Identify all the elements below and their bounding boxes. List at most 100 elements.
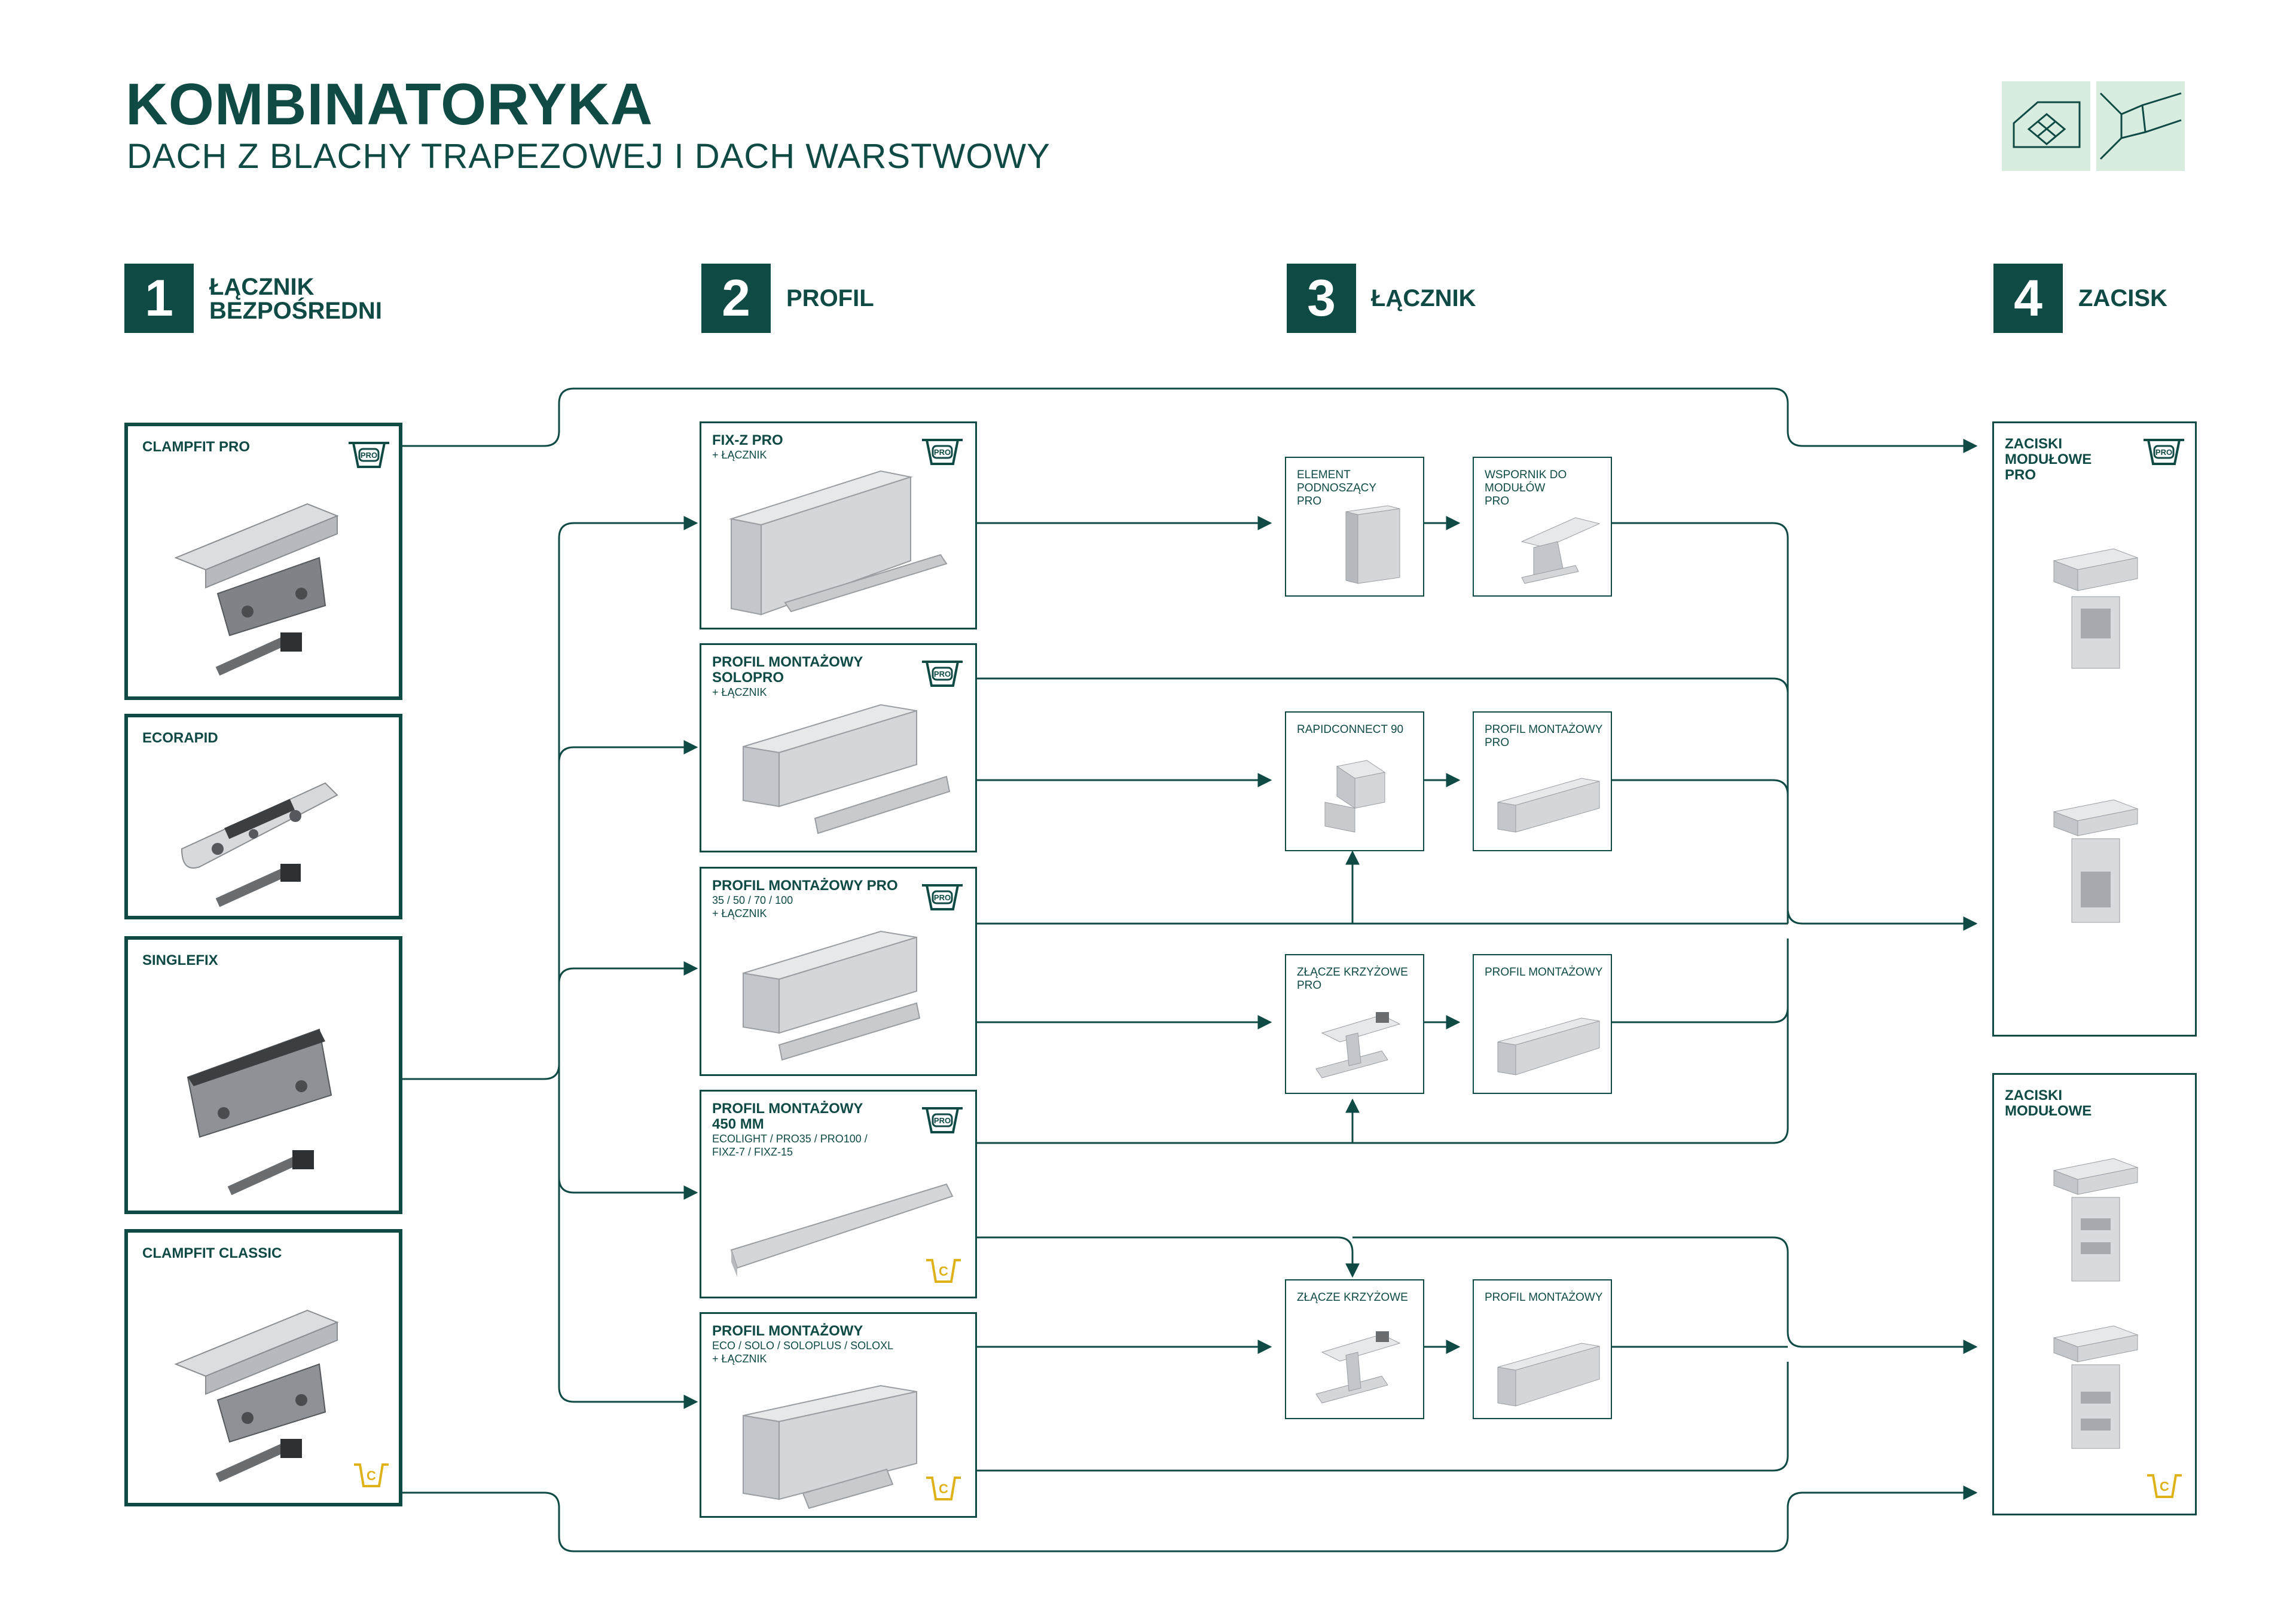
profile-name: PROFIL MONTAŻOWY 450 MM ECOLIGHT / PRO35… (712, 1101, 868, 1159)
profile-card-450mm[interactable]: PROFIL MONTAŻOWY 450 MM ECOLIGHT / PRO35… (700, 1090, 977, 1298)
bracket-name-line3: PRO (1485, 495, 1510, 508)
profile-sub-0: ECO / SOLO / SOLOPLUS / SOLOXL (712, 1340, 894, 1352)
clamp-classic-middle-image (2053, 1158, 2139, 1282)
classic-badge-icon: C (926, 1477, 961, 1500)
connector-clampfitclassic-to-clamps (402, 1486, 1978, 1552)
connector-name-line2: PRO (1297, 979, 1322, 992)
profile-classic-image (743, 1384, 917, 1509)
connector-name: RAPIDCONNECT 90 (1297, 723, 1403, 736)
step-1-number: 1 (124, 264, 194, 333)
profile-card-fixz-pro[interactable]: FIX-Z PRO + ŁĄCZNIK PRO (700, 421, 977, 629)
product-name: SINGLEFIX (142, 952, 218, 968)
step-2-label: PROFIL (786, 285, 874, 311)
product-card-singlefix[interactable]: SINGLEFIX (124, 936, 402, 1214)
step-1-label-line1: ŁĄCZNIK (209, 274, 315, 300)
pro-badge-text: PRO (934, 670, 951, 678)
profile-sub-0: ECOLIGHT / PRO35 / PRO100 / (712, 1133, 868, 1145)
profile-sub-1: + ŁĄCZNIK (712, 907, 767, 919)
product-name: CLAMPFIT CLASSIC (142, 1245, 282, 1261)
bracket-name: PROFIL MONTAŻOWY PRO (1485, 723, 1602, 750)
bracket-name: PROFIL MONTAŻOWY (1485, 1291, 1602, 1304)
connector-name: ELEMENT PODNOSZĄCY PRO (1297, 469, 1376, 508)
zlacze-krzyzowe-image (1315, 1331, 1401, 1404)
pro-badge-text: PRO (934, 1116, 951, 1125)
pro-badge-icon: PRO (349, 442, 389, 468)
profil-small-image (1497, 1017, 1600, 1075)
bracket-name-line1: WSPORNIK DO (1485, 469, 1567, 481)
step-1-label-line2: BEZPOŚREDNI (209, 298, 382, 324)
profile-name: PROFIL MONTAŻOWY SOLOPRO + ŁĄCZNIK (712, 655, 863, 699)
bracket-name: WSPORNIK DO MODUŁÓW PRO (1485, 469, 1567, 508)
profile-card-classic[interactable]: PROFIL MONTAŻOWY ECO / SOLO / SOLOPLUS /… (700, 1312, 977, 1518)
zlacze-krzyzowe-pro-image (1315, 1012, 1401, 1078)
bracket-name-line1: PROFIL MONTAŻOWY (1485, 723, 1603, 736)
product-card-ecorapid[interactable]: ECORAPID (124, 714, 402, 919)
product-name: ECORAPID (142, 730, 218, 746)
profile-name-line2: SOLOPRO (712, 670, 784, 686)
product-name: CLAMPFIT PRO (142, 439, 250, 455)
step-1-label: ŁĄCZNIK BEZPOŚREDNI (209, 275, 382, 323)
classic-badge-text: C (939, 1481, 948, 1496)
profile-name-line1: PROFIL MONTAŻOWY (712, 1323, 863, 1339)
profile-name-line2: 450 MM (712, 1116, 764, 1132)
ecorapid-image (181, 782, 338, 907)
profil-small-image (1497, 1343, 1600, 1407)
bracket-card-profil-2[interactable]: PROFIL MONTAŻOWY (1473, 1279, 1612, 1419)
pro-badge-text: PRO (2155, 448, 2172, 457)
pro-badge-text: PRO (361, 451, 377, 460)
solopro-image (743, 704, 951, 835)
connector-card-element-podnoszacy[interactable]: ELEMENT PODNOSZĄCY PRO (1285, 457, 1424, 597)
bracket-card-wspornik[interactable]: WSPORNIK DO MODUŁÓW PRO (1473, 457, 1612, 597)
profile-card-solopro[interactable]: PROFIL MONTAŻOWY SOLOPRO + ŁĄCZNIK PRO (700, 643, 977, 852)
step-4-label: ZACISK (2078, 285, 2167, 311)
profile-card-pro[interactable]: PROFIL MONTAŻOWY PRO 35 / 50 / 70 / 100 … (700, 867, 977, 1076)
profile-name-line1: PROFIL MONTAŻOWY PRO (712, 878, 898, 894)
connector-card-zlacze-krzyzowe-pro[interactable]: ZŁĄCZE KRZYŻOWE PRO (1285, 954, 1424, 1094)
pro-badge-icon: PRO (922, 884, 963, 910)
profile-pro-image (743, 930, 921, 1061)
bracket-card-profil-1[interactable]: PROFIL MONTAŻOWY (1473, 954, 1612, 1094)
singlefix-image (187, 1028, 332, 1196)
bracket-name-line1: PROFIL MONTAŻOWY (1485, 1291, 1603, 1304)
pro-badge-icon: PRO (2144, 439, 2184, 465)
step-3-label: ŁĄCZNIK (1371, 285, 1476, 311)
product-card-clampfit-pro[interactable]: CLAMPFIT PRO PRO (124, 423, 402, 700)
connector-name-line1: ZŁĄCZE KRZYŻOWE (1297, 1291, 1408, 1304)
page-subtitle: DACH Z BLACHY TRAPEZOWEJ I DACH WARSTWOW… (127, 137, 1051, 176)
connector-card-rapidconnect[interactable]: RAPIDCONNECT 90 (1285, 711, 1424, 851)
step-4-number: 4 (1993, 264, 2063, 333)
rapidconnect-image (1324, 760, 1386, 833)
bracket-name-line2: MODUŁÓW (1485, 482, 1546, 494)
clampfit-classic-image (174, 1309, 339, 1483)
classic-badge-icon: C (926, 1259, 961, 1283)
connector-name-line1: ELEMENT (1297, 469, 1351, 481)
pro-badge-icon: PRO (922, 661, 963, 687)
profil-pro-small-image (1497, 778, 1600, 833)
connector-name-line2: PODNOSZĄCY (1297, 482, 1377, 494)
roof-type-icons (2002, 81, 2185, 171)
trapezoid-roof-icon (2099, 92, 2182, 160)
connector-name: ZŁĄCZE KRZYŻOWE PRO (1297, 966, 1408, 992)
clamp-card-pro[interactable]: ZACISKI MODUŁOWE PRO PRO (1992, 421, 2197, 1037)
bracket-name-line1: PROFIL MONTAŻOWY (1485, 966, 1603, 979)
connector-card-zlacze-krzyzowe[interactable]: ZŁĄCZE KRZYŻOWE (1285, 1279, 1424, 1419)
bracket-card-profil-pro[interactable]: PROFIL MONTAŻOWY PRO (1473, 711, 1612, 851)
connector-name-line1: ZŁĄCZE KRZYŻOWE (1297, 966, 1408, 979)
classic-badge-text: C (2160, 1479, 2169, 1494)
pro-badge-icon: PRO (922, 439, 963, 465)
profile-sub-1: + ŁĄCZNIK (712, 1353, 767, 1365)
profile-sub-0: 35 / 50 / 70 / 100 (712, 894, 793, 906)
clamp-card-classic[interactable]: ZACISKI MODUŁOWE C (1992, 1073, 2197, 1515)
page-title: KOMBINATORYKA (126, 71, 654, 137)
pro-badge-text: PRO (934, 893, 951, 902)
product-card-clampfit-classic[interactable]: CLAMPFIT CLASSIC C (124, 1229, 402, 1506)
classic-badge-icon: C (2147, 1474, 2182, 1498)
classic-badge-text: C (367, 1468, 376, 1483)
connector-bus-vertical (558, 516, 698, 539)
profile-sub-0: + ŁĄCZNIK (712, 449, 767, 461)
connector-name-line1: RAPIDCONNECT 90 (1297, 723, 1404, 736)
clamp-name-line3: PRO (2005, 467, 2037, 483)
pro-badge-icon: PRO (922, 1107, 963, 1133)
connector-name-line3: PRO (1297, 495, 1322, 508)
